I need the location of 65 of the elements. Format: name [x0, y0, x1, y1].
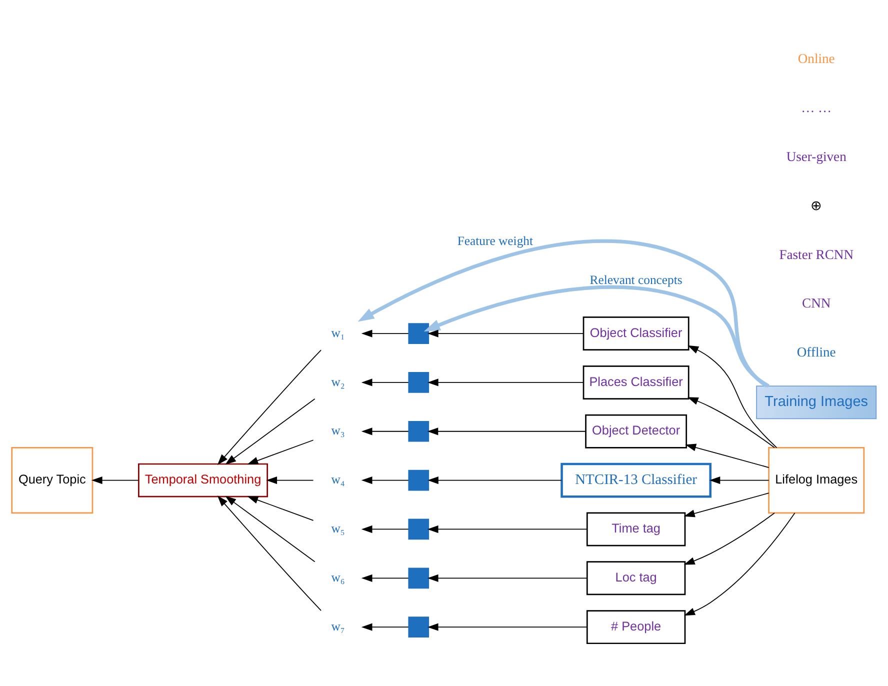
arrow [358, 239, 768, 387]
arrow [361, 524, 409, 533]
arrow [688, 344, 778, 448]
node-box: Lifelog Images [768, 446, 865, 514]
node-text: w₆ [331, 570, 345, 584]
edge-label: Feature weight [457, 233, 534, 248]
label: Faster RCNN [779, 246, 854, 262]
node-box: # People [586, 610, 686, 644]
arrow [427, 329, 584, 337]
node-box: Places Classifier [582, 364, 690, 399]
arrow [217, 495, 322, 611]
edge-label: Relevant concepts [590, 272, 682, 286]
node-box: Loc tag [586, 560, 686, 595]
node-box: Query Topic [11, 446, 94, 514]
node-text: w₁ [331, 325, 345, 340]
node-text: w₇ [331, 618, 345, 633]
node-box: Time tag [586, 512, 686, 546]
arrow [685, 443, 770, 468]
node-box: Object Classifier [582, 316, 690, 350]
arrow [225, 398, 316, 464]
arrow [247, 439, 314, 464]
label: CNN [802, 295, 831, 310]
arrow [361, 476, 409, 484]
arrow [684, 492, 770, 517]
arrow [687, 396, 775, 448]
node-text: w₂ [331, 374, 345, 388]
arrow [428, 476, 562, 484]
node-plus [408, 518, 430, 540]
arrow [217, 349, 322, 464]
label: User-given [786, 148, 846, 164]
arrow [361, 329, 409, 337]
node-box: Training Images [756, 385, 877, 419]
arrow [91, 476, 139, 484]
node-plus [408, 469, 430, 490]
node-box: Object Detector [585, 414, 688, 448]
node-box: Temporal Smoothing [138, 462, 268, 497]
node-text: w₃ [331, 423, 345, 438]
arrow [427, 622, 588, 630]
arrow [424, 284, 770, 388]
node-box: NTCIR-13 Classifier [560, 462, 712, 498]
arrow [427, 524, 588, 533]
label: ⊕ [810, 197, 822, 212]
arrow [684, 512, 775, 564]
arrow [225, 495, 316, 562]
arrow [684, 512, 796, 616]
arrow [427, 574, 588, 582]
node-plus [408, 372, 430, 392]
arrow [427, 378, 584, 386]
node-text: w₅ [331, 521, 345, 536]
arrow [427, 427, 586, 435]
label: … … [801, 100, 832, 115]
node-plus [408, 567, 430, 588]
node-plus [408, 616, 430, 637]
node-plus [408, 420, 430, 442]
arrow [361, 574, 409, 582]
arrow [266, 476, 314, 484]
arrow [361, 378, 409, 386]
arrow [361, 622, 409, 630]
label: Online [798, 50, 835, 66]
arrow [709, 476, 770, 484]
arrow [247, 496, 314, 520]
node-plus [408, 322, 430, 344]
node-text: w₄ [331, 472, 345, 486]
arrow [361, 427, 409, 435]
label: Offline [796, 344, 836, 360]
